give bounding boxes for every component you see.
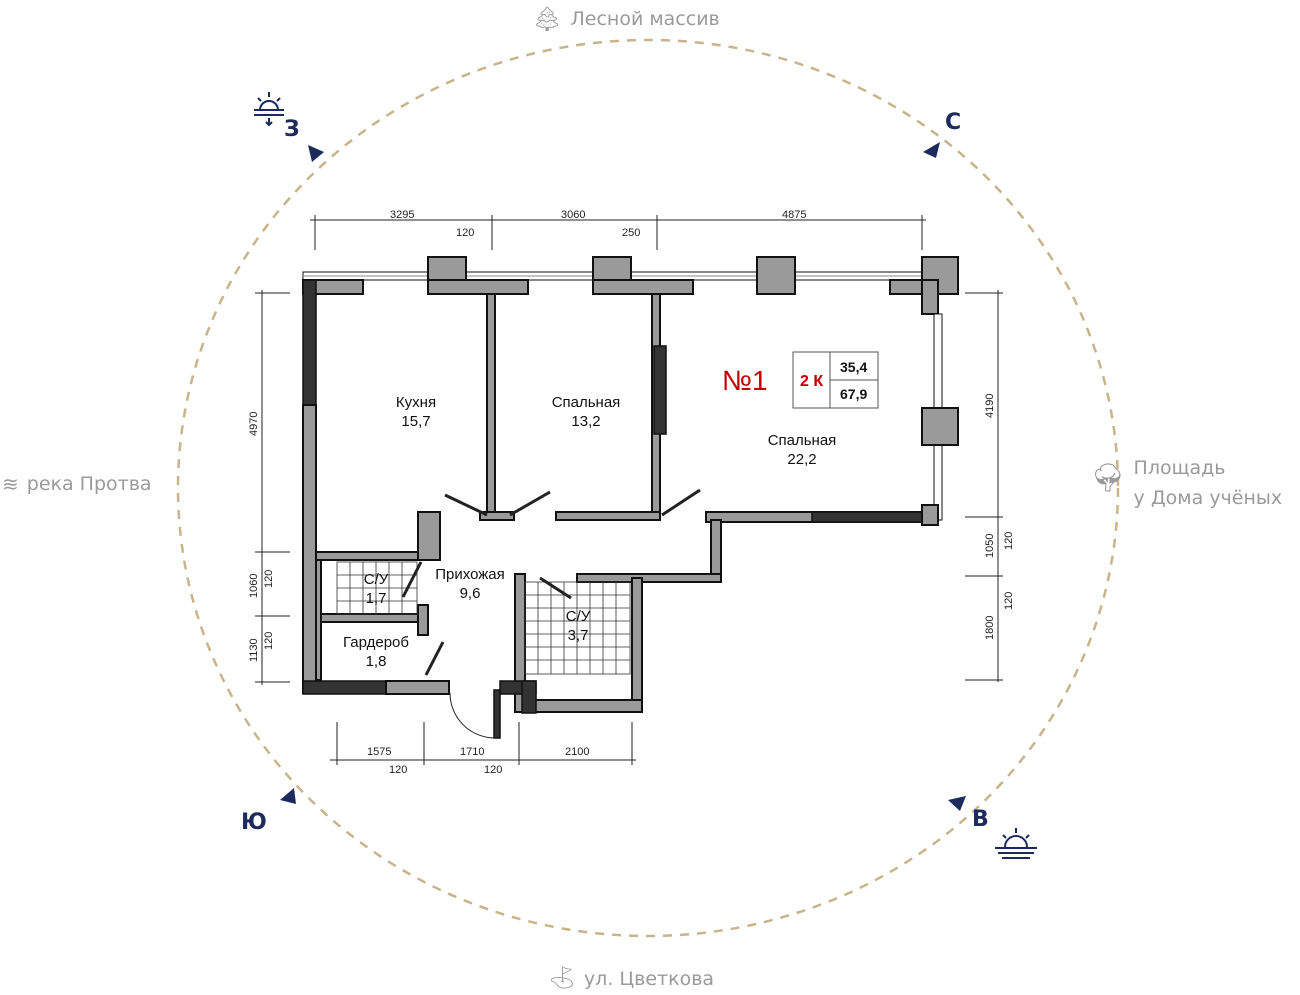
room-bedroom2-name: Спальная <box>768 432 837 449</box>
total-area: 67,9 <box>840 386 867 402</box>
sunset-icon <box>254 92 284 127</box>
room-bedroom2-area: 22,2 <box>787 451 816 468</box>
room-bedroom1-area: 13,2 <box>571 413 600 430</box>
west-marker-icon <box>308 145 324 162</box>
dim-top-2: 3060 <box>561 209 585 221</box>
room-bedroom1-name: Спальная <box>552 394 621 411</box>
landmark-forest: 🌲︎ Лесной массив <box>532 5 720 33</box>
dim-right-wall-2: 120 <box>1003 592 1015 610</box>
direction-west: З <box>284 117 300 142</box>
dim-left-wall-1: 120 <box>263 570 275 588</box>
entrance-door-swing <box>449 692 496 739</box>
direction-north: С <box>945 110 961 135</box>
dim-left-wall-2: 120 <box>263 632 275 650</box>
dim-bottom-wall-2: 120 <box>484 764 502 776</box>
signpost-icon: ⛳︎ <box>548 966 576 991</box>
room-wc2-name: С/У <box>566 608 591 625</box>
doors <box>401 488 701 676</box>
dim-right-3: 1800 <box>984 616 996 640</box>
dim-left-3: 1130 <box>248 638 260 662</box>
dim-bottom-3: 2100 <box>565 746 589 758</box>
dim-left-1: 4970 <box>248 412 260 436</box>
room-wardrobe-name: Гардероб <box>343 634 409 651</box>
dim-left-2: 1060 <box>248 574 260 598</box>
waves-icon: ≋ <box>2 472 19 496</box>
direction-south: Ю <box>241 810 267 835</box>
room-wc1-area: 1,7 <box>366 590 387 607</box>
dim-top-3: 4875 <box>782 209 806 221</box>
dimension-lines <box>255 215 1003 765</box>
park-bench-icon: 🌳︎ <box>1090 461 1126 494</box>
landmark-street: ⛳︎ ул. Цветкова <box>548 966 715 991</box>
dim-bottom-2: 1710 <box>460 746 484 758</box>
north-marker-icon <box>923 142 940 158</box>
tree-icon: 🌲︎ <box>532 5 563 33</box>
apartment-number: №1 <box>722 365 768 396</box>
landmark-square: 🌳︎ Площадь у Дома учёных <box>1090 457 1283 509</box>
room-wc1-name: С/У <box>364 571 389 588</box>
dim-right-2: 1050 <box>984 534 996 558</box>
room-hall-name: Прихожая <box>435 566 505 583</box>
dim-right-1: 4190 <box>984 394 996 418</box>
sunrise-icon <box>995 828 1037 859</box>
dim-right-wall-1: 120 <box>1003 532 1015 550</box>
landmark-river: ≋ река Протва <box>2 472 152 496</box>
south-marker-icon <box>280 788 296 804</box>
room-hall-area: 9,6 <box>460 585 481 602</box>
dim-top-wall-2: 250 <box>622 227 640 239</box>
bathroom-tile-grid <box>336 561 631 675</box>
direction-east: В <box>972 807 989 832</box>
rooms-count: 2 К <box>800 373 823 390</box>
living-area: 35,4 <box>840 359 867 375</box>
room-kitchen-name: Кухня <box>396 394 436 411</box>
east-marker-icon <box>948 796 966 811</box>
dim-top-wall-1: 120 <box>456 227 474 239</box>
room-wardrobe-area: 1,8 <box>366 653 387 670</box>
dim-bottom-wall-1: 120 <box>389 764 407 776</box>
dim-top-1: 3295 <box>390 209 414 221</box>
orientation-circle <box>176 38 1120 938</box>
dim-bottom-1: 1575 <box>367 746 391 758</box>
room-wc2-area: 3,7 <box>568 627 589 644</box>
room-kitchen-area: 15,7 <box>401 413 430 430</box>
walls <box>302 256 959 739</box>
